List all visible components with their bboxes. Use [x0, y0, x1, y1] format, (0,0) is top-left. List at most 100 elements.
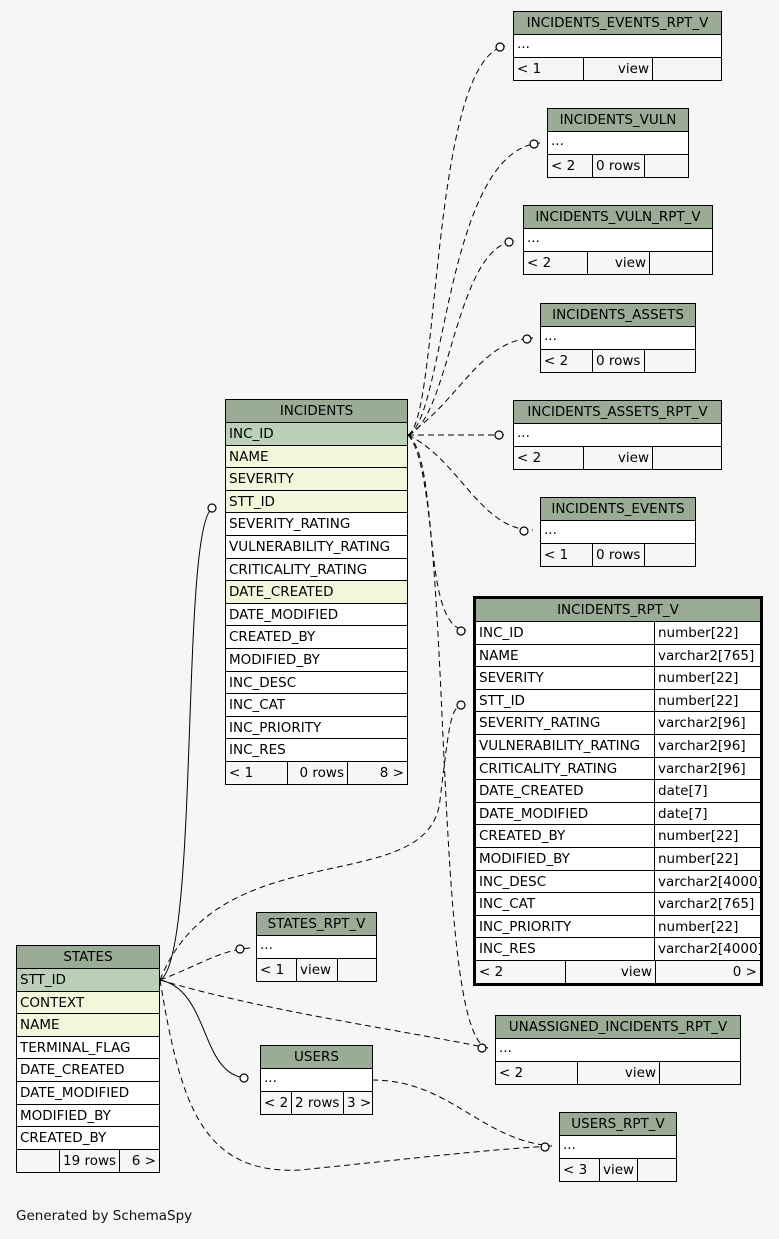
column-name: DATE_CREATED: [229, 584, 334, 601]
table-header[interactable]: INCIDENTS_VULN_RPT_V: [524, 206, 712, 229]
parents-count: < 1: [514, 58, 584, 80]
column-name: SEVERITY_RATING: [479, 715, 601, 732]
edge-states-users: [159, 979, 247, 1079]
parents-count: < 3: [560, 1159, 600, 1181]
column-row[interactable]: MODIFIED_BY: [226, 649, 407, 672]
column-name: NAME: [229, 448, 269, 465]
column-row[interactable]: STT_ID: [226, 490, 407, 514]
table-header[interactable]: STATES: [17, 946, 159, 969]
column-row[interactable]: SEVERITY: [226, 468, 407, 491]
table-header[interactable]: INCIDENTS_RPT_V: [476, 599, 760, 622]
column-name: SEVERITY_RATING: [229, 516, 351, 533]
column-row[interactable]: SEVERITY_RATING: [226, 513, 407, 536]
column-name: MODIFIED_BY: [479, 850, 570, 867]
table-header[interactable]: USERS: [261, 1046, 372, 1069]
edge-states-states-rpt-v: [159, 947, 251, 981]
collapsed-columns: ...: [257, 936, 376, 959]
column-row[interactable]: TERMINAL_FLAG: [17, 1037, 159, 1060]
column-row[interactable]: CREATED_BY: [226, 626, 407, 649]
cardinality-circle: [456, 700, 466, 710]
column-row[interactable]: MODIFIED_BY: [17, 1105, 159, 1128]
table-header[interactable]: INCIDENTS: [226, 400, 407, 423]
column-row[interactable]: DATE_CREATED: [226, 581, 407, 604]
table-header[interactable]: UNASSIGNED_INCIDENTS_RPT_V: [496, 1016, 740, 1039]
column-row[interactable]: CREATED_BY: [17, 1127, 159, 1150]
edge-incidents-vuln: [407, 142, 541, 436]
column-row[interactable]: NAME: [17, 1014, 159, 1037]
row-count: view: [578, 1062, 660, 1084]
column-name: INC_ID: [229, 426, 274, 442]
collapsed-columns: ...: [541, 327, 695, 350]
edge-incidents-vuln-rpt-v: [407, 240, 516, 436]
table-header[interactable]: INCIDENTS_ASSETS_RPT_V: [514, 401, 721, 424]
column-name: CREATED_BY: [20, 1130, 107, 1147]
table-header[interactable]: USERS_RPT_V: [560, 1113, 676, 1136]
row-count: 0 rows: [593, 544, 645, 566]
column-row[interactable]: STT_ID: [17, 969, 159, 992]
table-header[interactable]: STATES_RPT_V: [257, 913, 376, 936]
column-row[interactable]: NAME: [226, 445, 407, 469]
column-name: VULNERABILITY_RATING: [229, 538, 391, 555]
table-header[interactable]: INCIDENTS_EVENTS_RPT_V: [514, 12, 721, 35]
children-count: [650, 252, 712, 274]
column-name: INC_RES: [479, 941, 536, 958]
parents-count: < 1: [541, 544, 593, 566]
table-incidents[interactable]: INCIDENTS INC_ID NAME SEVERITY STT_ID SEVERI…: [225, 399, 408, 785]
cardinality-circle: [477, 1043, 487, 1053]
children-count: 0 >: [732, 963, 757, 980]
parents-count: < 1: [257, 959, 297, 981]
table-header[interactable]: INCIDENTS_VULN: [548, 109, 688, 132]
table-header[interactable]: INCIDENTS_EVENTS: [541, 498, 695, 521]
row-count: view: [588, 252, 650, 274]
column-type: number[22]: [654, 667, 760, 689]
collapsed-columns: ...: [514, 35, 721, 58]
column-row[interactable]: INC_CAT: [226, 694, 407, 717]
column-row[interactable]: INC_DESC: [226, 672, 407, 695]
column-row[interactable]: INC_RES: [226, 739, 407, 762]
table-header[interactable]: INCIDENTS_ASSETS: [541, 304, 695, 327]
column-row[interactable]: INC_ID: [226, 423, 407, 446]
column-row[interactable]: CRITICALITY_RATING: [226, 559, 407, 582]
column-row[interactable]: DATE_CREATED: [17, 1059, 159, 1082]
collapsed-columns: ...: [261, 1069, 372, 1092]
column-row[interactable]: VULNERABILITY_RATING: [226, 536, 407, 559]
column-row[interactable]: DATE_MODIFIED: [226, 604, 407, 627]
column-row[interactable]: INC_PRIORITY: [226, 717, 407, 740]
column-row[interactable]: DATE_MODIFIED: [17, 1082, 159, 1105]
column-type: varchar2[4000]: [654, 870, 760, 893]
column-name: STT_ID: [229, 493, 275, 510]
cardinality-circle: [494, 430, 504, 440]
edge-states-incidents-rpt-v: [159, 703, 467, 981]
generated-by-footer: Generated by SchemaSpy: [16, 1208, 193, 1224]
children-count: [645, 155, 688, 177]
column-row[interactable]: CONTEXT: [17, 991, 159, 1015]
